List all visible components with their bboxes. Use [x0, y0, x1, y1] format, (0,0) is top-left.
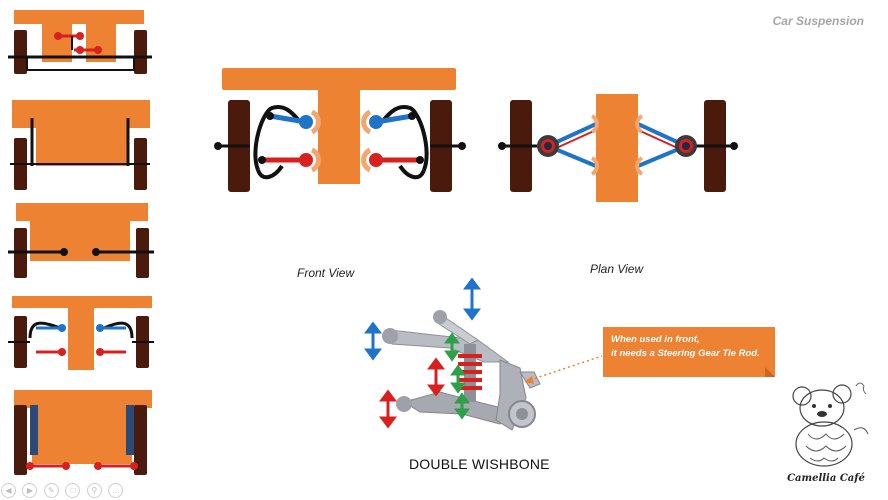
more-icon[interactable]: …	[108, 483, 124, 498]
prev-icon[interactable]: ◀	[1, 483, 16, 498]
camellia-cafe-logo: Camellia Café	[778, 378, 874, 488]
callout-line-2: it needs a Steering Gear Tie Rod.	[611, 348, 760, 359]
logo-text: Camellia Café	[787, 473, 865, 484]
slide-thumbnail-rigid-axle[interactable]	[8, 10, 152, 74]
steering-tie-rod-callout: When used in front, it needs a Steering …	[603, 327, 775, 377]
plan-view-label: Plan View	[590, 262, 644, 276]
pen-icon[interactable]: ✎	[43, 483, 59, 498]
teddy-bear-icon	[792, 382, 869, 467]
header-title: Car Suspension	[772, 14, 864, 28]
slide-thumbnail-strut[interactable]	[10, 100, 150, 190]
slide-thumbnail-panel[interactable]	[0, 0, 162, 500]
presentation-toolbar: ◀ ▶ ✎ □ ⚲ …	[0, 480, 140, 500]
next-icon[interactable]: ▶	[22, 483, 38, 498]
front-view-label: Front View	[297, 266, 355, 280]
callout-fold	[765, 367, 775, 377]
slides-icon[interactable]: □	[65, 483, 81, 498]
slide-thumbnail-double-wishbone[interactable]	[8, 296, 154, 370]
zoom-icon[interactable]: ⚲	[86, 483, 102, 498]
slide-thumbnail-swing-axle[interactable]	[8, 203, 154, 278]
slide-thumbnail-macpherson[interactable]	[14, 390, 152, 475]
double-wishbone-title: DOUBLE WISHBONE	[409, 456, 550, 472]
callout-line-1: When used in front,	[611, 334, 700, 345]
